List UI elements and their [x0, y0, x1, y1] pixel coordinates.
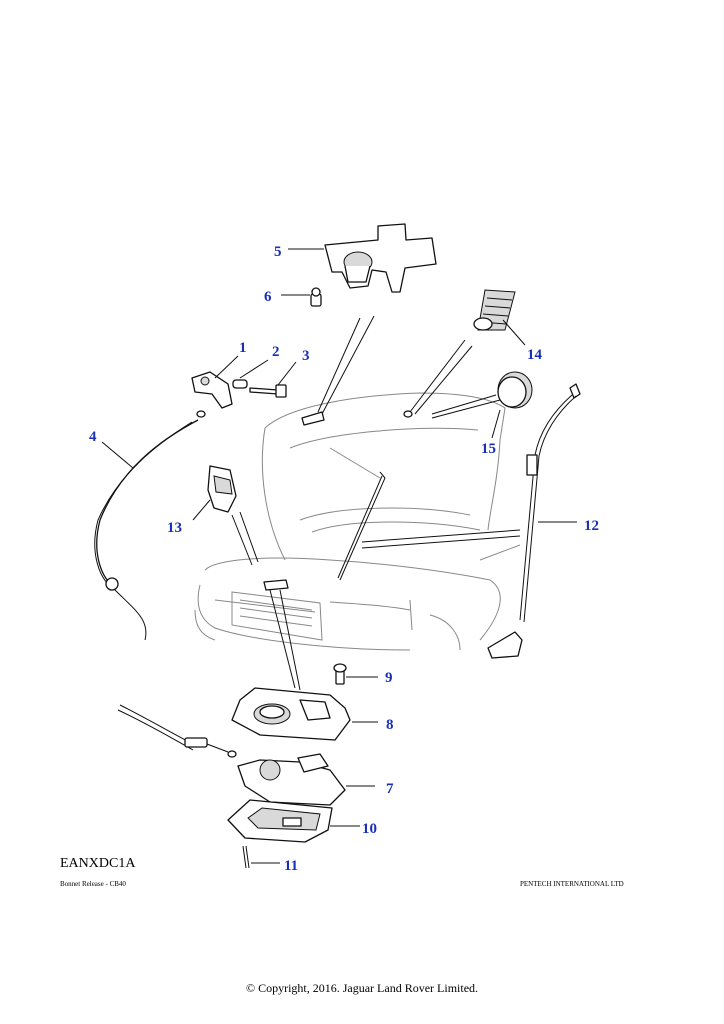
callout-9: 9 — [385, 670, 393, 686]
assembly-leader-lines — [231, 315, 521, 691]
callout-12: 12 — [584, 518, 599, 534]
vehicle-outline — [194, 392, 521, 651]
part-11-pin — [242, 845, 280, 869]
part-10-base-tray — [227, 799, 360, 843]
copyright-notice: © Copyright, 2016. Jaguar Land Rover Lim… — [245, 981, 479, 995]
part-15-cap — [491, 371, 533, 439]
publisher-label: PENTECH INTERNATIONAL LTD — [520, 880, 624, 888]
callout-15: 15 — [481, 441, 496, 457]
diagram-caption: Bonnet Release - CB40 — [60, 880, 126, 888]
part-6-bolt — [281, 287, 322, 307]
callout-8: 8 — [386, 717, 394, 733]
callout-13: 13 — [167, 520, 182, 536]
part-7-lock-mechanism — [117, 704, 375, 806]
diagram-reference-code: EANXDC1A — [60, 856, 136, 871]
callout-10: 10 — [362, 821, 377, 837]
part-14-buffer — [473, 289, 526, 346]
callout-11: 11 — [284, 858, 298, 874]
part-5-bonnet-lock — [288, 223, 437, 293]
callout-6: 6 — [264, 289, 272, 305]
callout-labels: 1 2 3 4 5 6 7 8 9 10 11 12 13 14 15 — [89, 244, 599, 874]
callout-4: 4 — [89, 429, 97, 445]
part-4-release-cable — [94, 410, 206, 641]
parts-1-2-3-release-handle — [191, 355, 297, 409]
callout-3: 3 — [302, 348, 310, 364]
callout-7: 7 — [386, 781, 394, 797]
callout-1: 1 — [239, 340, 247, 356]
callout-14: 14 — [527, 347, 543, 363]
part-9-bolt — [333, 663, 378, 685]
callout-5: 5 — [274, 244, 282, 260]
part-12-bonnet-stay — [487, 383, 581, 659]
part-8-cover-plate — [231, 687, 378, 741]
callout-2: 2 — [272, 344, 280, 360]
part-13-clip — [192, 465, 237, 521]
